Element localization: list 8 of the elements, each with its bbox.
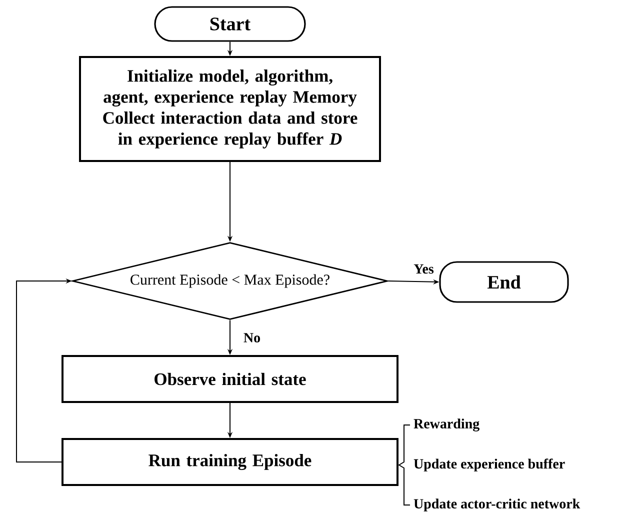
process-box: Observe initial state: [62, 355, 398, 403]
annotation-text: Rewarding: [414, 418, 480, 432]
annotation-text: Update experience buffer: [414, 458, 565, 472]
process-box: Run training Episode: [62, 438, 398, 486]
edge-label: Yes: [412, 263, 435, 275]
edge-label: No: [242, 332, 262, 344]
annotation-text: Update actor-critic network: [414, 498, 580, 512]
process-box: Initialize model, algorithm, agent, experience replay Memory Collect interaction data and store in experience replay buffer D: [79, 56, 381, 162]
